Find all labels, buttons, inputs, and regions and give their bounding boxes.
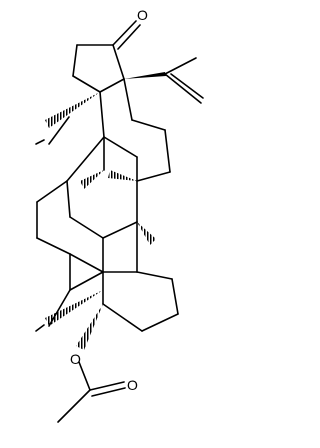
bond bbox=[48, 116, 70, 145]
bond bbox=[89, 381, 125, 391]
ring-a bbox=[36, 180, 104, 291]
methyl-lower bbox=[35, 289, 103, 332]
hashed-wedge-bond bbox=[137, 222, 156, 245]
ester-oxygen-label: O bbox=[70, 351, 81, 367]
ring-lower-five bbox=[102, 221, 179, 332]
hashed-wedge-bond bbox=[45, 290, 103, 326]
bond bbox=[35, 324, 45, 332]
hashed-wedge-bond bbox=[80, 170, 104, 189]
bond bbox=[78, 361, 91, 391]
bond bbox=[136, 271, 173, 280]
bond bbox=[112, 44, 125, 80]
bond bbox=[103, 136, 138, 158]
bond bbox=[123, 78, 133, 121]
bond bbox=[48, 289, 71, 327]
bond bbox=[72, 44, 78, 77]
methyl-c13 bbox=[35, 92, 100, 145]
bond bbox=[164, 129, 171, 173]
carbonyl-oxygen-label: O bbox=[127, 377, 138, 393]
bond bbox=[35, 139, 45, 145]
bond bbox=[66, 180, 71, 218]
bond bbox=[66, 136, 105, 182]
bond bbox=[170, 73, 204, 99]
bond bbox=[141, 313, 179, 332]
ring-c bbox=[99, 78, 171, 182]
bond bbox=[102, 221, 138, 239]
bond bbox=[164, 73, 202, 104]
wedge-bond bbox=[124, 72, 166, 79]
bond bbox=[69, 216, 104, 239]
stereo-hydrogens bbox=[80, 170, 156, 245]
hashed-wedge-bond bbox=[108, 170, 137, 181]
acetate-group bbox=[57, 304, 126, 423]
vinyl-group bbox=[124, 57, 204, 104]
bond bbox=[69, 271, 104, 291]
molecule-structure: O O O bbox=[35, 7, 204, 423]
ring-d bbox=[72, 20, 141, 93]
bond bbox=[164, 57, 197, 75]
hashed-wedge-bond bbox=[45, 92, 100, 128]
bond bbox=[99, 91, 105, 138]
bond bbox=[91, 387, 126, 397]
ring-b bbox=[66, 136, 138, 239]
bond bbox=[36, 237, 71, 255]
hashed-wedge-bond bbox=[76, 304, 103, 350]
ketone-oxygen-label: O bbox=[137, 7, 148, 23]
bond bbox=[72, 75, 101, 93]
bond bbox=[117, 24, 141, 50]
bond bbox=[99, 78, 125, 93]
bond bbox=[102, 303, 143, 332]
bond bbox=[112, 20, 137, 46]
bond bbox=[57, 389, 91, 423]
bond bbox=[136, 171, 171, 182]
bond bbox=[69, 253, 104, 273]
bond bbox=[131, 119, 166, 131]
bond bbox=[36, 180, 68, 203]
bond bbox=[171, 278, 179, 315]
